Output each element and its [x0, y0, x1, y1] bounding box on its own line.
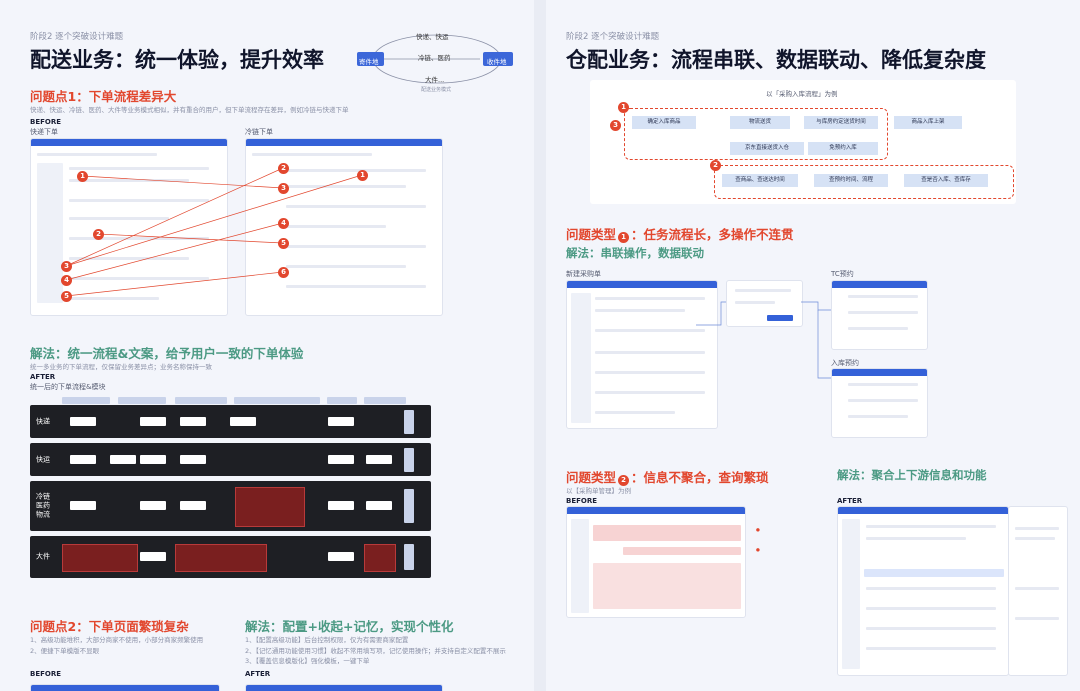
- sender-node: 寄件地: [359, 58, 379, 66]
- flow-row-coldchain: 冷链医药物流: [30, 481, 431, 531]
- mode-bottom: 大件...: [425, 76, 445, 84]
- mapping-lines: [65, 167, 363, 297]
- badge-right-5: 5: [278, 238, 289, 249]
- issue1-desc: 快递、快运、冷链、医药、大件等业务模式相似，并有重合的用户，但下单流程存在差异，…: [30, 106, 349, 114]
- flow-row-bulky: 大件: [30, 536, 431, 578]
- diagram-caption: 配送业务模式: [421, 87, 452, 93]
- dashed-group-1: [624, 108, 888, 160]
- badge-left-4: 4: [61, 275, 72, 286]
- express-order-label: 快递下单: [30, 128, 58, 136]
- before-screenshot-2: [30, 684, 220, 691]
- coldchain-order-label: 冷链下单: [245, 128, 273, 136]
- mode-top: 快递、快运: [416, 33, 449, 41]
- express-order-screenshot: [30, 138, 228, 316]
- solution2-item-1: 1、【配置高级功能】后台控制权限，仅为有需要商家配置: [245, 636, 409, 644]
- before-tag-2: BEFORE: [30, 670, 62, 678]
- inbound-flow-panel: 以「采购入库流程」为例 确定入库商品 物流送货 与库房约定送货时间 商品入库上架…: [590, 80, 1016, 204]
- flow-box-noappt: 免预约入库: [808, 142, 878, 155]
- flow-badge-2: 2: [710, 160, 721, 171]
- solution2-title: 解法：配置+收起+记忆，实现个性化: [245, 619, 454, 634]
- stage-label: 阶段2 逐个突破设计难题: [30, 32, 124, 42]
- mode-middle: 冷链、医药: [418, 54, 451, 62]
- delivery-mode-diagram: [357, 34, 513, 84]
- issue-type1-solution: 解法：串联操作，数据联动: [566, 246, 704, 260]
- badge-left-2: 2: [93, 229, 104, 240]
- tc-label: TC预约: [831, 270, 854, 278]
- before-po-screenshot: [566, 506, 746, 618]
- flow-box-query-goods: 查商品、查送达时间: [722, 174, 798, 187]
- flow-box-query-stock: 查是否入库、查库存: [904, 174, 988, 187]
- after-tag-2: AFTER: [245, 670, 271, 678]
- solution1-desc: 统一多业务的下单流程，仅保留业务差异点；业务名称保持一致: [30, 363, 212, 371]
- before-note-2: ●: [756, 548, 760, 553]
- badge-left-3: 3: [61, 261, 72, 272]
- before-note-1: ●: [756, 528, 760, 533]
- after-tag: AFTER: [30, 373, 56, 381]
- after-side-notes: [1008, 506, 1068, 676]
- issue-type2-example: 以【采购单管理】为例: [566, 487, 631, 495]
- tc-screenshot: [831, 280, 928, 350]
- flow-caption: 以「采购入库流程」为例: [766, 90, 838, 98]
- left-page: 阶段2 逐个突破设计难题 配送业务：统一体验，提升效率 寄件地 收件地 快递、快…: [0, 0, 534, 691]
- badge-left-5: 5: [61, 291, 72, 302]
- connector-lines: [696, 301, 831, 379]
- after-label: 统一后的下单流程&模块: [30, 383, 106, 391]
- new-order-label: 新建采购单: [566, 270, 601, 278]
- flow-badge-3: 3: [610, 120, 621, 131]
- badge-right-6: 6: [278, 267, 289, 278]
- issue1-title: 问题点1：下单流程差异大: [30, 89, 177, 104]
- after-po-screenshot: [837, 506, 1009, 676]
- page-title: 配送业务：统一体验，提升效率: [30, 48, 324, 72]
- col-head-5: [327, 397, 357, 404]
- issue-type2-badge: 2: [618, 475, 630, 486]
- issue-type1-badge: 1: [618, 232, 630, 243]
- issue-type2-solution: 解法：聚合上下游信息和功能: [837, 468, 987, 482]
- page-title-right: 仓配业务：流程串联、数据联动、降低复杂度: [566, 48, 986, 72]
- inbound-screenshot: [831, 368, 928, 438]
- stage-label-right: 阶段2 逐个突破设计难题: [566, 32, 660, 42]
- badge-right-3: 3: [278, 183, 289, 194]
- solution1-title: 解法：统一流程&文案，给予用户一致的下单体验: [30, 346, 304, 361]
- before-tag-right: BEFORE: [566, 497, 598, 505]
- flow-box-appointment: 与库房约定送货时间: [804, 116, 878, 129]
- badge-right-1: 1: [357, 170, 368, 181]
- badge-right-2: 2: [278, 163, 289, 174]
- issue2-item-2: 2、便捷下单模版不显眼: [30, 647, 100, 655]
- issue2-title: 问题点2：下单页面繁琐复杂: [30, 619, 189, 634]
- col-head-6: [364, 397, 406, 404]
- after-tag-right: AFTER: [837, 497, 863, 505]
- flow-row-freight: 快运: [30, 443, 431, 476]
- inbound-label: 入库预约: [831, 359, 859, 367]
- issue2-item-1: 1、高级功能堆积，大部分商家不使用，小部分商家频繁使用: [30, 636, 204, 644]
- flow-box-confirm: 确定入库商品: [632, 116, 696, 129]
- before-tag: BEFORE: [30, 118, 62, 126]
- solution2-item-3: 3、【覆盖信息模版化】强化模板，一键下单: [245, 657, 370, 665]
- flow-badge-1: 1: [618, 102, 629, 113]
- flow-box-direct: 京东直接送货入仓: [730, 142, 804, 155]
- col-head-1: [62, 397, 110, 404]
- solution2-item-2: 2、【记忆通用功能使用习惯】收起不常用填写项，记忆使用操作；并支持自定义配置不展…: [245, 647, 506, 655]
- flow-box-query-appt: 查预约时间、流程: [814, 174, 888, 187]
- dashed-group-2: [714, 165, 1014, 199]
- right-page: 阶段2 逐个突破设计难题 仓配业务：流程串联、数据联动、降低复杂度 以「采购入库…: [546, 0, 1080, 691]
- receiver-node: 收件地: [487, 58, 507, 66]
- col-head-2: [118, 397, 166, 404]
- flow-row-express: 快递: [30, 405, 431, 438]
- confirm-dialog-screenshot: [726, 280, 803, 327]
- flow-box-shelving: 商品入库上架: [894, 116, 962, 129]
- col-head-3: [175, 397, 227, 404]
- badge-left-1: 1: [77, 171, 88, 182]
- flow-box-logistics: 物流送货: [730, 116, 790, 129]
- col-head-4: [234, 397, 320, 404]
- new-order-screenshot: [566, 280, 718, 429]
- badge-right-4: 4: [278, 218, 289, 229]
- after-screenshot-2: [245, 684, 443, 691]
